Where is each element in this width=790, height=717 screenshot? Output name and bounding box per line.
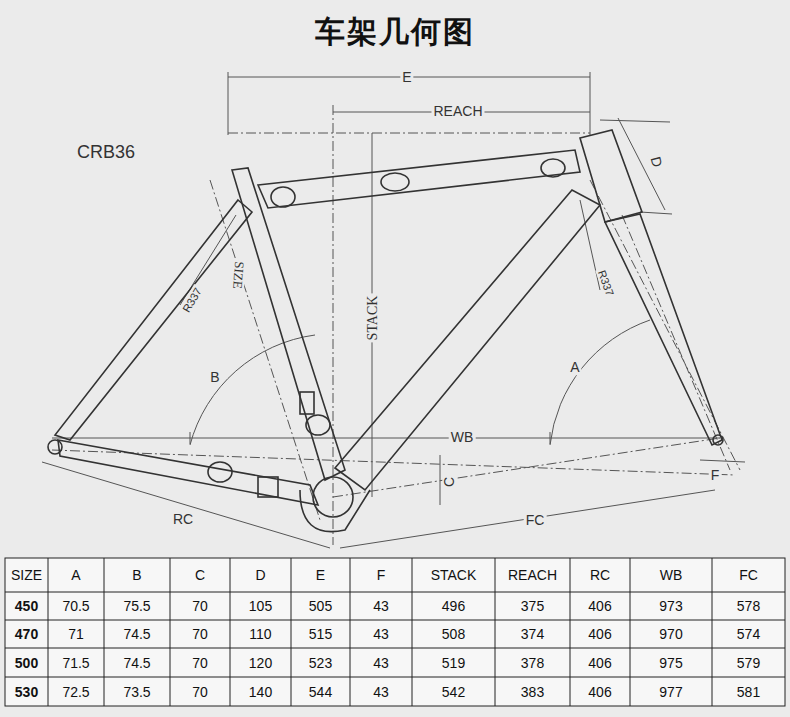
- table-cell: 406: [588, 685, 611, 699]
- table-cell: 578: [737, 599, 760, 613]
- table-cell: 508: [442, 627, 465, 641]
- table-header: STACK: [431, 568, 477, 582]
- table-header: FC: [739, 568, 758, 582]
- table-header: RC: [590, 568, 610, 582]
- table-rule: [5, 648, 785, 649]
- table-header: WB: [660, 568, 683, 582]
- table-rule: [712, 558, 713, 706]
- table-cell: 374: [521, 627, 544, 641]
- table-cell: 70.5: [62, 599, 89, 613]
- table-cell: 450: [15, 599, 38, 613]
- table-cell: 43: [373, 627, 389, 641]
- table-cell: 105: [249, 599, 272, 613]
- table-cell: 500: [15, 656, 38, 670]
- table-cell: 970: [659, 627, 682, 641]
- table-cell: 519: [442, 656, 465, 670]
- table-header: E: [316, 568, 325, 582]
- table-cell: 74.5: [123, 627, 150, 641]
- dimension-label: WB: [449, 430, 476, 445]
- table-cell: 505: [309, 599, 332, 613]
- table-cell: 70: [192, 656, 208, 670]
- table-header: REACH: [508, 568, 557, 582]
- table-rule: [48, 558, 49, 706]
- table-cell: 406: [588, 627, 611, 641]
- table-cell: 579: [737, 656, 760, 670]
- dimension-label: C: [442, 475, 457, 489]
- model-name: CRB36: [75, 143, 137, 163]
- table-rule: [5, 592, 785, 593]
- table-header: F: [377, 568, 386, 582]
- table-header: A: [71, 568, 80, 582]
- table-rule: [291, 558, 292, 706]
- table-cell: 977: [659, 685, 682, 699]
- table-cell: 515: [309, 627, 332, 641]
- table-cell: 43: [373, 599, 389, 613]
- dimension-label: F: [709, 468, 722, 483]
- table-rule: [630, 558, 631, 706]
- table-cell: 523: [309, 656, 332, 670]
- table-cell: 110: [249, 627, 271, 641]
- table-cell: 406: [588, 599, 611, 613]
- table-cell: 406: [588, 656, 611, 670]
- diagram-title: 车架几何图: [315, 15, 475, 48]
- table-cell: 43: [373, 656, 389, 670]
- table-cell: 73.5: [123, 685, 150, 699]
- table-cell: 72.5: [62, 685, 89, 699]
- table-cell: 43: [373, 685, 389, 699]
- table-header: C: [195, 568, 205, 582]
- table-rule: [412, 558, 413, 706]
- dimension-label: REACH: [431, 104, 484, 119]
- table-rule: [350, 558, 351, 706]
- table-cell: 470: [15, 627, 38, 641]
- dimension-label: FC: [524, 513, 547, 528]
- table-cell: 383: [521, 685, 544, 699]
- dimension-label: E: [400, 70, 413, 85]
- table-cell: 378: [521, 656, 544, 670]
- table-rule: [104, 558, 105, 706]
- table-cell: 71: [68, 627, 84, 641]
- table-rule: [5, 620, 785, 621]
- table-header: D: [255, 568, 265, 582]
- table-cell: 70: [192, 685, 208, 699]
- dimension-label: B: [208, 370, 221, 385]
- table-cell: 530: [15, 685, 38, 699]
- dimension-label: D: [647, 153, 666, 171]
- dimension-label: A: [568, 360, 581, 375]
- table-grid: [5, 558, 785, 706]
- table-cell: 581: [737, 685, 760, 699]
- table-rule: [5, 677, 785, 678]
- table-cell: 496: [442, 599, 465, 613]
- table-cell: 70: [192, 599, 208, 613]
- table-cell: 120: [249, 656, 272, 670]
- table-cell: 74.5: [123, 656, 150, 670]
- table-cell: 542: [442, 685, 465, 699]
- table-cell: 375: [521, 599, 544, 613]
- dimension-label: SIZE: [230, 259, 247, 292]
- table-cell: 140: [249, 685, 272, 699]
- table-cell: 975: [659, 656, 682, 670]
- table-rule: [170, 558, 171, 706]
- table-rule: [570, 558, 571, 706]
- table-cell: 70: [192, 627, 208, 641]
- table-cell: 544: [309, 685, 332, 699]
- table-rule: [230, 558, 231, 706]
- dimension-label: RC: [171, 512, 195, 527]
- table-cell: 973: [659, 599, 682, 613]
- table-cell: 574: [737, 627, 760, 641]
- table-header: SIZE: [11, 568, 42, 582]
- dimension-label: STACK: [365, 294, 380, 343]
- table-cell: 75.5: [123, 599, 150, 613]
- table-cell: 71.5: [62, 656, 89, 670]
- table-header: B: [132, 568, 141, 582]
- table-rule: [495, 558, 496, 706]
